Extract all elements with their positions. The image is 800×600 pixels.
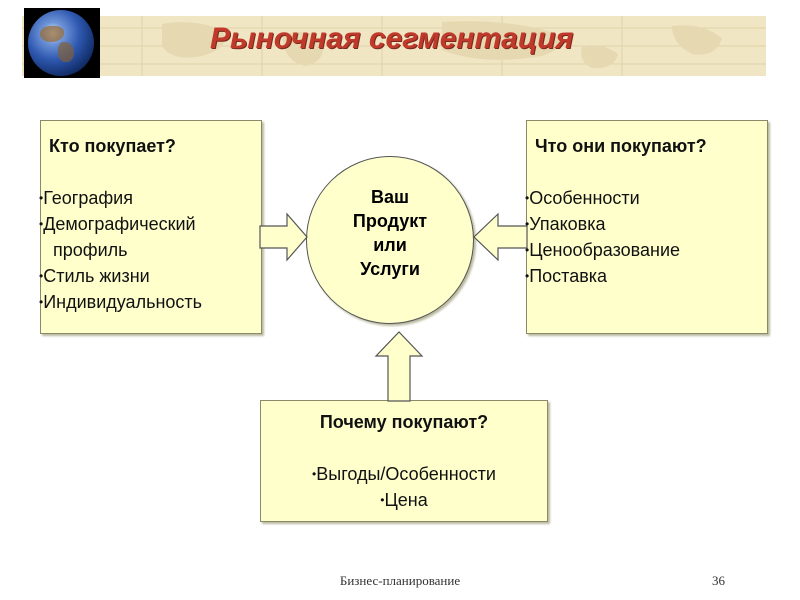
list-item: •Поставка bbox=[525, 263, 680, 289]
bullet-icon: • bbox=[39, 217, 44, 231]
list-item-label: Ценообразование bbox=[529, 240, 681, 260]
what-they-buy-heading: Что они покупают? bbox=[535, 136, 707, 156]
circle-line: Ваш bbox=[370, 187, 409, 207]
list-item-label: Выгоды/Особенности bbox=[316, 464, 496, 484]
what-they-buy-box: Что они покупают? •Особенности •Упаковка… bbox=[525, 120, 768, 334]
why-buy-box: Почему покупают? •Выгоды/Особенности •Це… bbox=[260, 400, 548, 522]
list-item: •Упаковка bbox=[525, 211, 680, 237]
list-item-label: Особенности bbox=[529, 188, 640, 208]
list-item-label: Индивидуальность bbox=[43, 292, 203, 312]
footer-text: Бизнес-планирование bbox=[339, 573, 461, 588]
list-item: •Цена bbox=[261, 487, 547, 513]
why-buy-heading: Почему покупают? bbox=[319, 412, 489, 432]
circle-line: Продукт bbox=[352, 211, 428, 231]
list-item: •Ценообразование bbox=[525, 237, 680, 263]
up-arrow-icon bbox=[374, 331, 424, 402]
globe-land bbox=[58, 42, 74, 62]
list-item-label: Цена bbox=[384, 490, 428, 510]
page-number: 36 bbox=[712, 573, 725, 588]
bullet-icon: • bbox=[380, 493, 385, 507]
product-circle: Ваш Продукт или Услуги bbox=[306, 156, 474, 324]
list-item-label: География bbox=[43, 188, 133, 208]
globe-logo bbox=[24, 8, 100, 78]
list-item-continuation: профиль bbox=[39, 237, 202, 263]
bullet-icon: • bbox=[39, 295, 44, 309]
bullet-icon: • bbox=[312, 467, 317, 481]
what-they-buy-list: •Особенности •Упаковка •Ценообразование … bbox=[525, 185, 680, 289]
who-buys-box: Кто покупает? •География •Демографически… bbox=[39, 120, 262, 334]
bullet-icon: • bbox=[525, 217, 530, 231]
right-arrow-icon bbox=[259, 212, 308, 262]
why-buy-list: •Выгоды/Особенности •Цена bbox=[261, 461, 547, 513]
list-item-label: Демографический bbox=[43, 214, 196, 234]
bullet-icon: • bbox=[525, 269, 530, 283]
circle-line: или bbox=[373, 235, 407, 255]
list-item-label: Стиль жизни bbox=[43, 266, 150, 286]
globe-land bbox=[40, 26, 64, 42]
left-arrow-icon bbox=[473, 212, 528, 262]
list-item: •Индивидуальность bbox=[39, 289, 202, 315]
list-item: •Стиль жизни bbox=[39, 263, 202, 289]
list-item: •Выгоды/Особенности bbox=[261, 461, 547, 487]
world-map-background bbox=[22, 16, 766, 76]
bullet-icon: • bbox=[39, 191, 44, 205]
circle-line: Услуги bbox=[360, 259, 420, 279]
list-item: •География bbox=[39, 185, 202, 211]
list-item-label: профиль bbox=[53, 240, 128, 260]
product-circle-text: Ваш Продукт или Услуги bbox=[307, 185, 473, 281]
list-item-label: Поставка bbox=[529, 266, 608, 286]
list-item-label: Упаковка bbox=[529, 214, 606, 234]
bullet-icon: • bbox=[39, 269, 44, 283]
header-band bbox=[22, 16, 766, 76]
bullet-icon: • bbox=[525, 191, 530, 205]
bullet-icon: • bbox=[525, 243, 530, 257]
who-buys-list: •География •Демографический профиль •Сти… bbox=[39, 185, 202, 315]
slide-title: Рыночная сегментация bbox=[210, 22, 574, 55]
list-item: •Демографический bbox=[39, 211, 202, 237]
list-item: •Особенности bbox=[525, 185, 680, 211]
who-buys-heading: Кто покупает? bbox=[49, 136, 176, 156]
